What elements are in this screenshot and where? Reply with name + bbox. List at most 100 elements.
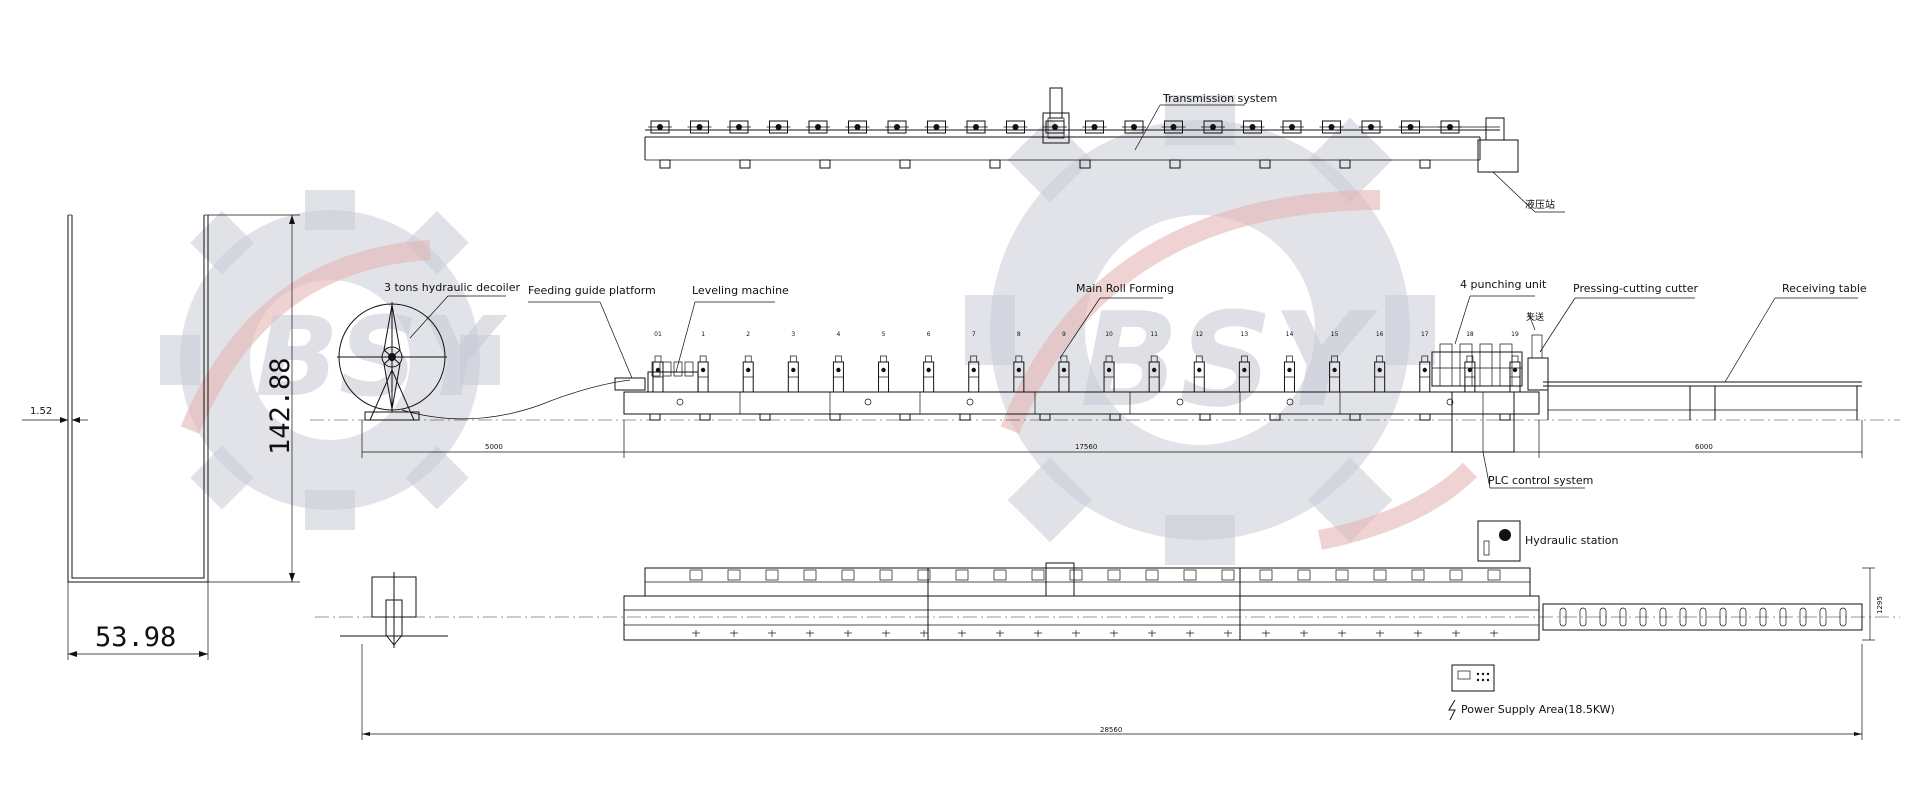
frame-foot [1259,159,1271,169]
station-number: 9 [1062,331,1066,338]
receiving-slot [1799,607,1807,627]
dim-forming-17560: 17560 [1075,443,1097,451]
transmission-roller [1359,120,1383,134]
plan-roller-box [1335,569,1349,637]
forming-station: 10 [1103,331,1115,393]
top-view-transmission: 液压站 Transmission system [644,87,1565,213]
station-number: 15 [1331,331,1339,338]
receiving-slot [1559,607,1567,627]
station-number: 5 [882,331,886,338]
hydraulic-label-top: 液压站 [1525,198,1555,211]
leveling-roll [673,361,683,377]
leveling-machine-label: Leveling machine [692,284,789,297]
station-number: 7 [972,331,976,338]
feeding-guide-label: Feeding guide platform [528,284,656,297]
decoiler-label: 3 tons hydraulic decoiler [384,281,521,294]
frame-foot [1419,159,1431,169]
hydraulic-station: Hydraulic station [1477,520,1619,562]
plan-roller-box [1411,569,1425,637]
forming-station: 2 [742,331,754,393]
dim-receiving-6000: 6000 [1695,443,1713,451]
transmission-roller [727,120,751,134]
frame-foot [959,413,971,421]
hydraulic-station-label: Hydraulic station [1525,534,1619,547]
dim-decoiler-5000: 5000 [485,443,503,451]
plan-view: 1295 28560 Hydraulic station Power Suppl… [315,520,1900,740]
gear-icon [160,190,500,530]
receiving-slot [1659,607,1667,627]
frame-foot [1269,413,1281,421]
receiving-slot [1839,607,1847,627]
forming-station: 1 [697,331,709,393]
pressing-cutter-label: Pressing-cutting cutter [1573,282,1698,295]
profile-width-dim: 53.98 [95,622,176,653]
forming-station: 17 [1419,331,1431,393]
forming-station: 9 [1058,331,1070,393]
receiving-slot [1719,607,1727,627]
profile-thickness-dim: 1.52 [30,406,52,417]
station-number: 6 [927,331,931,338]
forming-frame [623,391,1540,421]
plan-roller-box [879,569,893,637]
watermark-logo-left: BSY [160,190,507,530]
transmission-roller [1240,120,1265,134]
station-number: 12 [1195,331,1203,338]
frame-foot [899,159,911,169]
transmission-roller [1201,120,1225,134]
receiving-slot [1759,607,1767,627]
lightning-icon [1448,699,1456,721]
plan-roller-box [1221,569,1235,637]
station-number: 01 [654,331,662,338]
forming-station: 18 [1464,331,1476,393]
receiving-table [1543,381,1862,420]
transmission-roller [766,120,791,134]
transmission-system-label: Transmission system [1162,92,1277,105]
transmission-roller [1161,120,1186,134]
transmission-roller [1280,120,1304,134]
receiving-slot [1579,607,1587,627]
frame-foot [829,413,841,421]
forming-station: 7 [968,331,980,393]
transmission-roller [1438,120,1462,134]
plan-roller-box [1259,569,1273,637]
station-number: 10 [1105,331,1113,338]
transmission-roller [806,120,830,134]
forming-station: 8 [1013,331,1025,393]
power-supply: Power Supply Area(18.5KW) [1448,664,1615,721]
receiving-table-label: Receiving table [1782,282,1867,295]
plan-roller-box [841,569,855,637]
forming-station: 01 [652,331,664,393]
profile-cross-section: 142.88 53.98 1.52 [22,214,300,660]
frame-foot [1499,413,1511,421]
plan-roller-box [727,569,741,637]
frame-foot [899,413,911,421]
station-number: 1 [701,331,705,338]
station-number: 16 [1376,331,1384,338]
receiving-slot [1639,607,1647,627]
plan-roller-box [1145,569,1159,637]
forming-station: 4 [832,331,844,393]
forming-station: 15 [1329,331,1341,393]
frame-foot [1079,159,1091,169]
plan-roller-box [993,569,1007,637]
plan-roller-box [917,569,931,637]
station-number: 4 [837,331,841,338]
profile-height-dim: 142.88 [265,357,296,455]
leveling-roll [684,361,694,377]
transmission-roller [1122,120,1146,134]
transmission-roller [924,120,949,134]
receiving-slot [1599,607,1607,627]
receiving-slot [1739,607,1747,627]
transmission-roller [1319,120,1344,134]
forming-station: 3 [787,331,799,393]
station-number: 14 [1286,331,1294,338]
frame-foot [739,159,751,169]
forming-station: 11 [1148,331,1160,393]
receiving-slot [1699,607,1707,627]
forming-station: 13 [1238,331,1250,393]
forming-station: 19 [1509,331,1521,393]
punching-unit [1431,343,1523,387]
leveling-roll [662,361,672,377]
